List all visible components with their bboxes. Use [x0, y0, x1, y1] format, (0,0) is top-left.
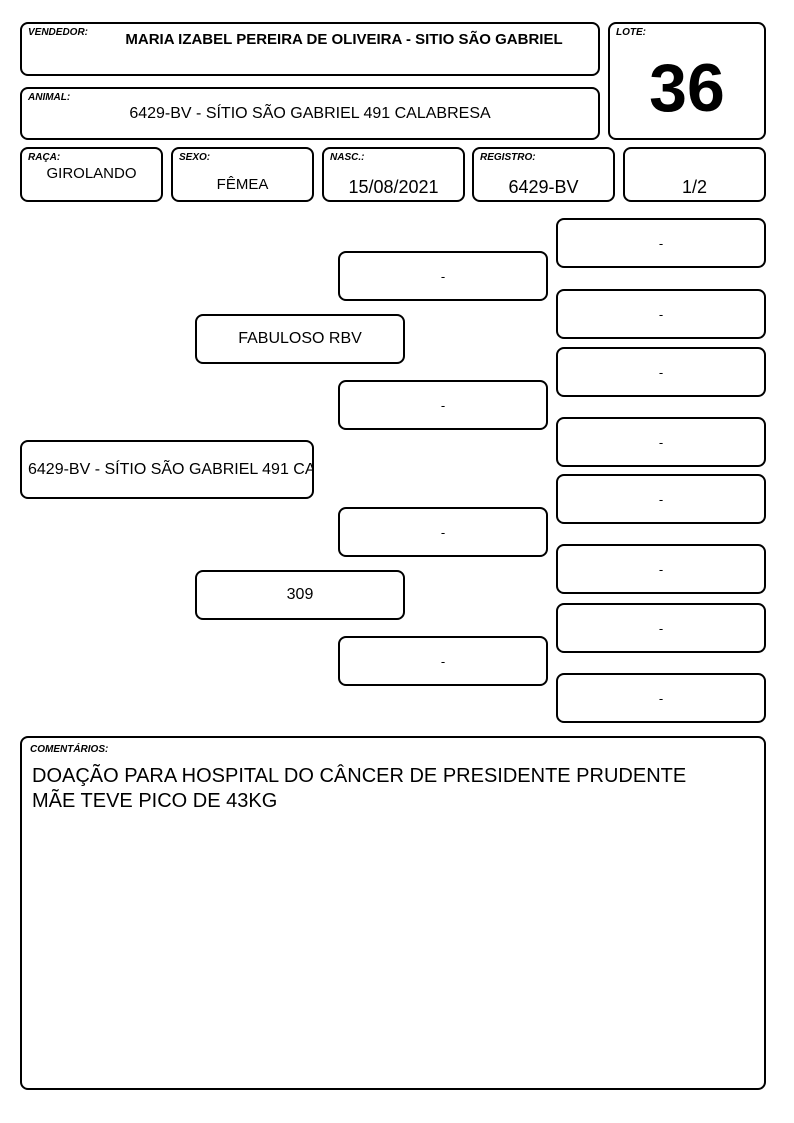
- pedigree-gg-8: -: [556, 673, 766, 723]
- lote-label: LOTE:: [616, 27, 646, 38]
- pedigree-gg-4: -: [556, 417, 766, 467]
- sexo-value: FÊMEA: [216, 176, 269, 193]
- grau-value: 1/2: [681, 177, 708, 197]
- comment-line: MÃE TEVE PICO DE 43KG: [32, 790, 278, 812]
- comments-text: DOAÇÃO PARA HOSPITAL DO CÂNCER DE PRESID…: [32, 764, 686, 814]
- registro-value: 6429-BV: [508, 177, 579, 197]
- pedigree-dam: 309: [195, 570, 405, 620]
- raca-box: RAÇA: GIROLANDO: [20, 147, 163, 202]
- comments-box: COMENTÁRIOS: DOAÇÃO PARA HOSPITAL DO CÂN…: [20, 736, 766, 1090]
- pedigree-animal: 6429-BV - SÍTIO SÃO GABRIEL 491 CA: [20, 440, 314, 499]
- pedigree-gg-7: -: [556, 603, 766, 653]
- nasc-value: 15/08/2021: [348, 177, 439, 197]
- animal-box: ANIMAL: 6429-BV - SÍTIO SÃO GABRIEL 491 …: [20, 87, 600, 140]
- nasc-label: NASC.:: [330, 152, 365, 163]
- nasc-box: NASC.: 15/08/2021: [322, 147, 465, 202]
- vendedor-box: VENDEDOR: MARIA IZABEL PEREIRA DE OLIVEI…: [20, 22, 600, 76]
- registro-box: REGISTRO: 6429-BV: [472, 147, 615, 202]
- pedigree-gg-5: -: [556, 474, 766, 524]
- registro-label: REGISTRO:: [480, 152, 536, 163]
- pedigree-dam-dam: -: [338, 636, 548, 686]
- lote-value: 36: [649, 50, 725, 126]
- raca-label: RAÇA:: [28, 152, 61, 163]
- pedigree-gg-1: -: [556, 218, 766, 268]
- vendedor-label: VENDEDOR:: [28, 27, 89, 38]
- comment-line: DOAÇÃO PARA HOSPITAL DO CÂNCER DE PRESID…: [32, 765, 687, 787]
- animal-value: 6429-BV - SÍTIO SÃO GABRIEL 491 CALABRES…: [129, 105, 491, 122]
- pedigree-gg-2: -: [556, 289, 766, 339]
- lote-box: LOTE: 36: [608, 22, 766, 140]
- grau-box: 1/2: [623, 147, 766, 202]
- pedigree-gg-6: -: [556, 544, 766, 594]
- pedigree-sire-dam: -: [338, 380, 548, 430]
- sexo-label: SEXO:: [179, 152, 211, 163]
- pedigree-gg-3: -: [556, 347, 766, 397]
- vendedor-value: MARIA IZABEL PEREIRA DE OLIVEIRA - SITIO…: [125, 31, 563, 48]
- pedigree-sire-sire: -: [338, 251, 548, 301]
- pedigree-dam-sire: -: [338, 507, 548, 557]
- pedigree-sire: FABULOSO RBV: [195, 314, 405, 364]
- sexo-box: SEXO: FÊMEA: [171, 147, 314, 202]
- comments-label: COMENTÁRIOS:: [30, 744, 109, 755]
- animal-label: ANIMAL:: [28, 92, 71, 103]
- raca-value: GIROLANDO: [46, 165, 137, 182]
